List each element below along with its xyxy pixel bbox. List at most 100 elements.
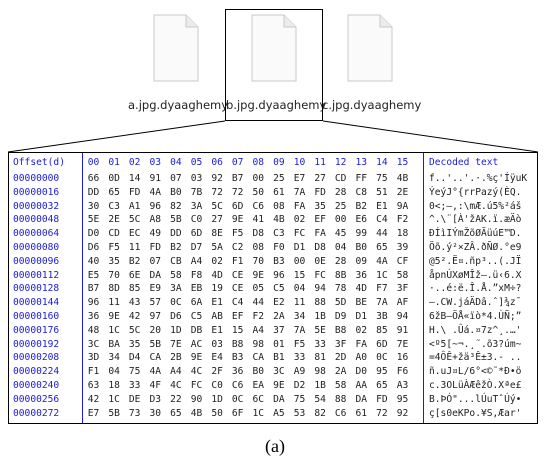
byte-cell[interactable]: DE (128, 393, 141, 405)
byte-cell[interactable]: 4B (273, 214, 285, 226)
byte-cell[interactable]: 5E (87, 214, 100, 226)
byte-cell[interactable]: B8 (334, 324, 347, 336)
byte-cell[interactable]: D7 (190, 242, 203, 253)
byte-cell[interactable]: 39 (396, 242, 409, 253)
byte-cell[interactable]: C3 (108, 200, 120, 212)
byte-cell[interactable]: 20 (149, 324, 162, 336)
byte-cell[interactable]: 2E (108, 214, 120, 226)
byte-cell[interactable]: 3F (334, 338, 347, 350)
byte-cell[interactable]: C3 (273, 228, 285, 240)
byte-cell[interactable]: 7E (170, 338, 182, 350)
byte-cell[interactable]: 1C (376, 269, 388, 281)
byte-cell[interactable]: 7A (293, 324, 306, 336)
byte-cell[interactable]: C6 (231, 380, 244, 391)
byte-cell[interactable]: 5A (211, 242, 223, 253)
byte-cell[interactable]: FD (128, 186, 141, 198)
byte-cell[interactable]: 05 (252, 283, 265, 295)
byte-cell[interactable]: 4C (190, 366, 203, 378)
byte-cell[interactable]: 75 (293, 393, 306, 405)
byte-cell[interactable]: C8 (355, 186, 368, 198)
byte-cell[interactable]: 81 (314, 352, 326, 364)
byte-cell[interactable]: 35 (128, 338, 141, 350)
byte-cell[interactable]: 63 (87, 380, 100, 391)
byte-cell[interactable]: 43 (128, 297, 141, 309)
byte-cell[interactable]: 2E (396, 186, 409, 198)
byte-cell[interactable]: A3 (396, 380, 409, 391)
byte-cell[interactable]: 65 (376, 380, 388, 391)
byte-cell[interactable]: F2 (396, 214, 409, 226)
byte-cell[interactable]: 4D (211, 269, 223, 281)
byte-cell[interactable]: 15 (293, 269, 306, 281)
byte-cell[interactable]: D9 (334, 311, 347, 322)
byte-cell[interactable]: 4B (396, 173, 409, 184)
byte-cell[interactable]: FD (314, 186, 326, 198)
byte-cell[interactable]: 6D (376, 338, 388, 350)
byte-cell[interactable]: 00 (252, 173, 265, 184)
byte-cell[interactable]: 44 (252, 297, 265, 309)
byte-cell[interactable]: D6 (87, 242, 100, 253)
byte-cell[interactable]: B1 (273, 352, 285, 364)
byte-cell[interactable]: 5D (334, 297, 347, 309)
byte-cell[interactable]: 61 (355, 407, 368, 419)
byte-cell[interactable]: F7 (376, 283, 388, 295)
byte-cell[interactable]: B2 (170, 242, 182, 253)
byte-cell[interactable]: 34 (108, 352, 120, 364)
byte-cell[interactable]: 42 (128, 311, 141, 322)
file-c[interactable]: c.jpg.dyaaghemy (322, 10, 421, 120)
byte-cell[interactable]: B7 (231, 173, 244, 184)
byte-cell[interactable]: 03 (211, 338, 223, 350)
byte-cell[interactable]: C2 (231, 242, 244, 253)
byte-cell[interactable]: B0 (355, 242, 368, 253)
byte-cell[interactable]: DD (87, 186, 100, 198)
byte-cell[interactable]: 33 (128, 380, 141, 391)
byte-cell[interactable]: DA (273, 393, 285, 405)
byte-cell[interactable]: 72 (211, 186, 223, 198)
byte-cell[interactable]: 5C (211, 200, 223, 212)
byte-cell[interactable]: 5C (128, 214, 141, 226)
byte-cell[interactable]: 9E (108, 311, 120, 322)
byte-cell[interactable]: E9 (149, 283, 162, 295)
byte-cell[interactable]: 66 (87, 173, 100, 184)
byte-cell[interactable]: 91 (149, 173, 162, 184)
byte-cell[interactable]: FC (314, 269, 326, 281)
byte-cell[interactable]: 94 (396, 311, 409, 322)
byte-cell[interactable]: 4A (149, 366, 162, 378)
byte-cell[interactable]: E7 (293, 173, 306, 184)
byte-cell[interactable]: 57 (149, 297, 162, 309)
byte-cell[interactable]: A4 (252, 324, 265, 336)
byte-cell[interactable]: 0C (231, 393, 244, 405)
byte-cell[interactable]: D0 (355, 366, 368, 378)
byte-cell[interactable]: DB (190, 324, 203, 336)
byte-cell[interactable]: 88 (334, 393, 347, 405)
byte-cell[interactable]: DD (170, 228, 182, 240)
byte-cell[interactable]: 61 (273, 186, 285, 198)
byte-cell[interactable]: 98 (314, 366, 326, 378)
byte-cell[interactable]: 65 (376, 242, 388, 253)
byte-cell[interactable]: 51 (376, 186, 388, 198)
byte-cell[interactable]: 11 (108, 297, 120, 309)
byte-cell[interactable]: 03 (190, 173, 203, 184)
byte-cell[interactable]: 35 (108, 255, 120, 267)
byte-cell[interactable]: 6D (231, 200, 244, 212)
byte-cell[interactable]: 3A (190, 200, 203, 212)
byte-cell[interactable]: 6D (190, 228, 203, 240)
byte-cell[interactable]: 3D (87, 352, 100, 364)
byte-cell[interactable]: AA (355, 380, 368, 391)
byte-cell[interactable]: E1 (211, 297, 223, 309)
byte-cell[interactable]: E6 (355, 214, 368, 226)
byte-cell[interactable]: 00 (334, 214, 347, 226)
byte-cell[interactable]: 54 (314, 393, 326, 405)
byte-cell[interactable]: 92 (211, 173, 223, 184)
byte-cell[interactable]: 8D (108, 283, 120, 295)
byte-cell[interactable]: F5 (293, 338, 306, 350)
byte-cell[interactable]: 8E (211, 228, 223, 240)
byte-cell[interactable]: 3C (87, 338, 100, 350)
byte-cell[interactable]: 48 (87, 324, 100, 336)
byte-cell[interactable]: C6 (334, 407, 347, 419)
byte-cell[interactable]: 9E (231, 214, 244, 226)
byte-cell[interactable]: 44 (376, 228, 388, 240)
byte-cell[interactable]: 5B (170, 214, 182, 226)
byte-cell[interactable]: F5 (108, 242, 120, 253)
byte-cell[interactable]: 70 (252, 255, 265, 267)
byte-cell[interactable]: 95 (376, 366, 388, 378)
